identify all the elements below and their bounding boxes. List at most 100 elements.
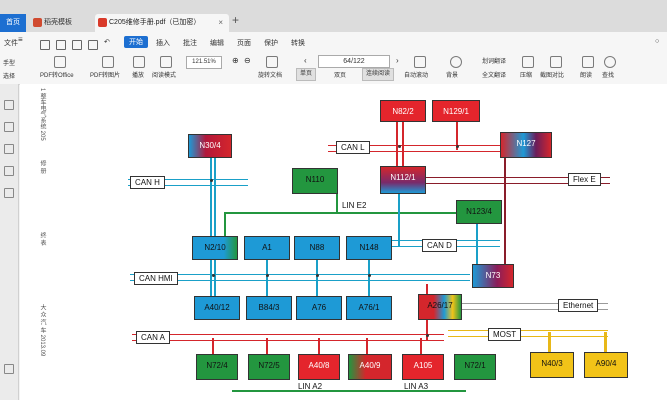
ecu-a105[interactable]: A105 bbox=[402, 354, 444, 380]
screenshot-compare-button[interactable]: 截图对比 bbox=[540, 73, 565, 79]
junction-dot bbox=[266, 274, 269, 277]
ecu-a26-17[interactable]: A26/17 bbox=[418, 294, 462, 320]
lin-e2-drop bbox=[224, 212, 226, 236]
bookmark-icon[interactable] bbox=[4, 100, 14, 110]
double-page-button[interactable]: 双页 bbox=[334, 73, 347, 79]
pdf-to-image-button[interactable]: PDF转图片 bbox=[90, 73, 121, 79]
ecu-n30-4[interactable]: N30/4 bbox=[188, 134, 232, 158]
can-h-label: CAN H bbox=[130, 176, 165, 189]
menu-icon[interactable]: ≡ bbox=[18, 35, 23, 44]
can-l-label: CAN L bbox=[336, 141, 370, 154]
save-icon[interactable] bbox=[72, 40, 82, 50]
lin-e2-n110-drop bbox=[336, 184, 338, 212]
zoom-level-field[interactable]: 121.51% bbox=[186, 56, 222, 69]
continuous-reading-button[interactable]: 连续阅读 bbox=[362, 68, 395, 81]
tab-home[interactable]: 首页 bbox=[0, 14, 26, 32]
play-button[interactable]: 播放 bbox=[132, 73, 145, 79]
background-button[interactable]: 背景 bbox=[446, 73, 459, 79]
margin-text-top: 1 整车电气系统 205 bbox=[39, 88, 45, 141]
pdf-to-office-button[interactable]: PDF转Office bbox=[40, 73, 74, 79]
thumbnail-icon[interactable] bbox=[4, 122, 14, 132]
full-translate-button[interactable]: 全文翻译 bbox=[482, 73, 507, 79]
zoom-in-icon[interactable]: ⊕ bbox=[232, 56, 239, 65]
ecu-b84-3[interactable]: B84/3 bbox=[246, 296, 292, 320]
read-aloud-icon bbox=[582, 56, 594, 68]
junction-dot bbox=[456, 145, 459, 148]
new-tab-button[interactable]: + bbox=[232, 13, 240, 27]
read-aloud-button[interactable]: 朗读 bbox=[580, 73, 593, 79]
next-page-icon[interactable]: › bbox=[396, 56, 399, 65]
tab-docer-templates[interactable]: 稻壳模板 bbox=[30, 14, 104, 32]
drop-n127 bbox=[504, 158, 506, 266]
ecu-n40-3[interactable]: N40/3 bbox=[530, 352, 574, 378]
read-mode-button[interactable]: 阅读模式 bbox=[152, 73, 177, 79]
toolbar: 手型 选择 PDF转Office PDF转图片 播放 阅读模式 121.51% … bbox=[0, 54, 667, 85]
ecu-n88[interactable]: N88 bbox=[294, 236, 340, 260]
single-page-button[interactable]: 单页 bbox=[296, 68, 317, 81]
menu-start[interactable]: 开始 bbox=[124, 36, 148, 48]
background-icon bbox=[450, 56, 462, 68]
select-tool-button[interactable]: 选择 bbox=[3, 74, 16, 80]
word-translate-button[interactable]: 划词翻译 bbox=[482, 59, 507, 65]
edit-icon[interactable] bbox=[4, 188, 14, 198]
ecu-n72-4[interactable]: N72/4 bbox=[196, 354, 238, 380]
attachment-icon[interactable] bbox=[4, 166, 14, 176]
ecu-n129-1[interactable]: N129/1 bbox=[432, 100, 480, 122]
auto-scroll-button[interactable]: 自动滚动 bbox=[404, 73, 429, 79]
hand-tool-button[interactable]: 手型 bbox=[3, 61, 16, 67]
drop-n30-4-b bbox=[214, 154, 216, 250]
tab-pdf-document[interactable]: C205维修手册.pdf（已加密） × bbox=[95, 14, 229, 32]
ecu-a1[interactable]: A1 bbox=[244, 236, 290, 260]
ecu-n82-2[interactable]: N82/2 bbox=[380, 100, 426, 122]
menu-convert[interactable]: 转换 bbox=[291, 40, 305, 47]
pdf-page: 1 整车电气系统 205 修 册 终 表 大 众 汽 车 2013.09 bbox=[20, 84, 667, 400]
compress-button[interactable]: 压缩 bbox=[520, 73, 533, 79]
drop-a1 bbox=[266, 258, 268, 296]
ecu-a40-9[interactable]: A40/9 bbox=[348, 354, 392, 380]
margin-text-bottom: 大 众 汽 车 2013.09 bbox=[39, 304, 45, 357]
ecu-a76-1[interactable]: A76/1 bbox=[346, 296, 392, 320]
zoom-out-icon[interactable]: ⊖ bbox=[244, 56, 251, 65]
screenshot-compare-icon bbox=[550, 56, 562, 68]
ecu-n72-1[interactable]: N72/1 bbox=[454, 354, 496, 380]
pdf-file-icon bbox=[98, 18, 107, 27]
drop-n123-4 bbox=[476, 224, 478, 264]
print-icon[interactable] bbox=[88, 40, 98, 50]
lin-a3-line bbox=[366, 390, 466, 392]
drop-n30-4 bbox=[210, 154, 212, 250]
search-icon[interactable]: ○ bbox=[655, 38, 660, 45]
rotate-document-button[interactable]: 旋转文档 bbox=[258, 73, 283, 79]
ecu-a90-4[interactable]: A90/4 bbox=[584, 352, 628, 378]
page-number-field[interactable]: 64/122 bbox=[318, 55, 390, 68]
menu-edit[interactable]: 编辑 bbox=[210, 40, 224, 47]
can-d-label: CAN D bbox=[422, 239, 457, 252]
menu-page[interactable]: 页面 bbox=[237, 40, 251, 47]
previous-page-icon[interactable]: ‹ bbox=[304, 56, 307, 65]
ecu-n112-1[interactable]: N112/1 bbox=[380, 166, 426, 194]
menu-annotate[interactable]: 批注 bbox=[183, 40, 197, 47]
undo-icon[interactable]: ↶ bbox=[104, 39, 110, 46]
most-drop-n40-3 bbox=[548, 332, 551, 354]
ecu-n72-5[interactable]: N72/5 bbox=[248, 354, 290, 380]
menu-file[interactable]: 文件 bbox=[4, 40, 18, 47]
close-tab-icon[interactable]: × bbox=[218, 18, 223, 27]
ecu-n110[interactable]: N110 bbox=[292, 168, 338, 194]
find-button[interactable]: 查找 bbox=[602, 73, 615, 79]
open-folder-icon[interactable] bbox=[56, 40, 66, 50]
ecu-a76[interactable]: A76 bbox=[296, 296, 342, 320]
new-file-icon[interactable] bbox=[40, 40, 50, 50]
ecu-n123-4[interactable]: N123/4 bbox=[456, 200, 502, 224]
ecu-n127[interactable]: N127 bbox=[500, 132, 552, 158]
ecu-a40-12[interactable]: A40/12 bbox=[194, 296, 240, 320]
menu-insert[interactable]: 插入 bbox=[156, 40, 170, 47]
ecu-n148[interactable]: N148 bbox=[346, 236, 392, 260]
ecu-a40-8[interactable]: A40/8 bbox=[298, 354, 340, 380]
junction-dot bbox=[426, 334, 429, 337]
ecu-n73[interactable]: N73 bbox=[472, 264, 514, 288]
settings-icon[interactable] bbox=[4, 364, 14, 374]
lin-e2-line bbox=[224, 212, 456, 214]
ecu-n2-10[interactable]: N2/10 bbox=[192, 236, 238, 260]
can-a-label: CAN A bbox=[136, 331, 171, 344]
comment-icon[interactable] bbox=[4, 144, 14, 154]
menu-protect[interactable]: 保护 bbox=[264, 40, 278, 47]
